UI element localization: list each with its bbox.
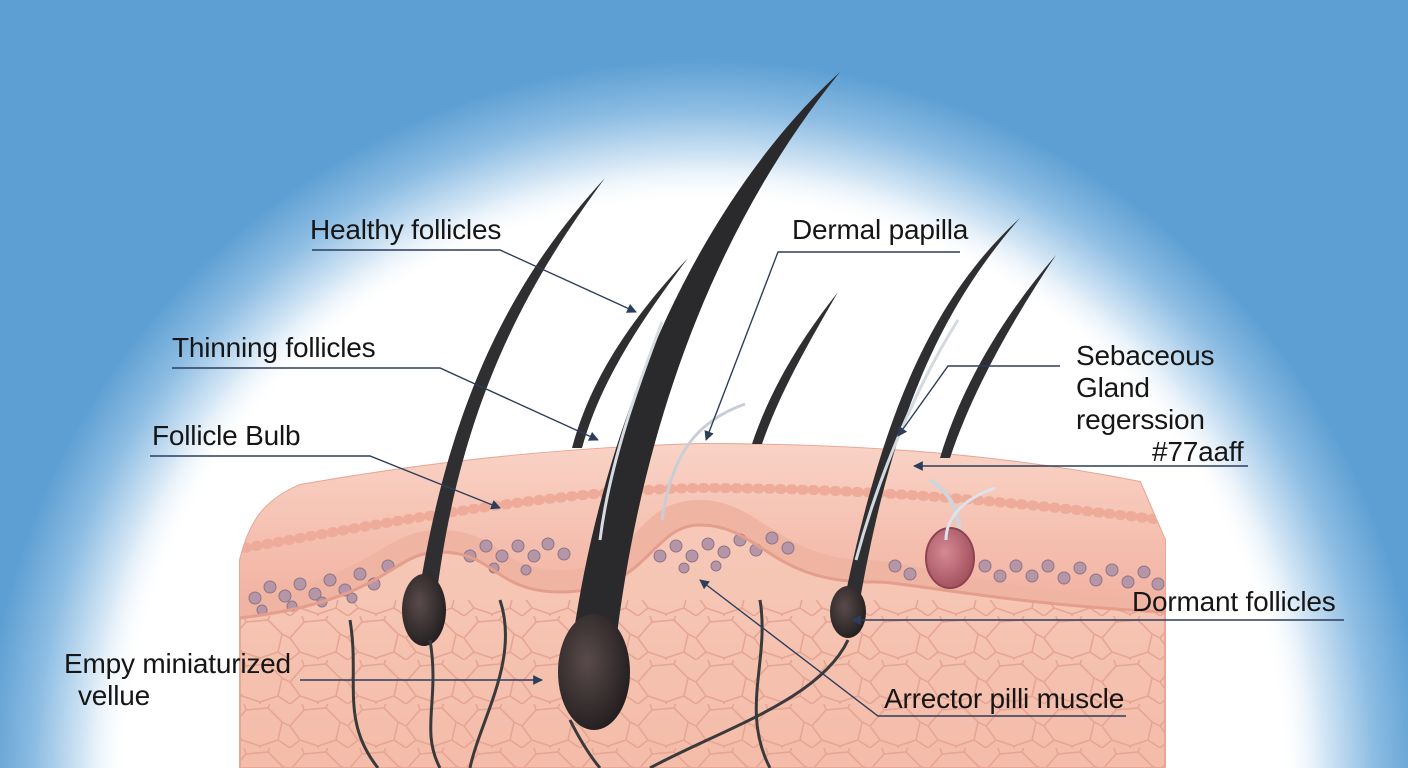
label-empty-miniaturized-line1: Empy miniaturized: [64, 648, 291, 680]
label-thinning-follicles: Thinning follicles: [172, 332, 375, 364]
label-dermal-papilla: Dermal papilla: [792, 214, 968, 246]
label-empty-miniaturized: Empy miniaturized vellue: [64, 648, 291, 712]
follicle-bulb-dormant: [830, 586, 866, 638]
label-healthy-follicles: Healthy follicles: [310, 214, 501, 246]
label-arrector-pilli: Arrector pilli muscle: [884, 683, 1124, 715]
label-sebaceous-line4: #77aaff: [1076, 436, 1256, 468]
label-follicle-bulb: Follicle Bulb: [152, 420, 300, 452]
follicle-bulb-center: [558, 614, 630, 730]
label-sebaceous-line1: Sebaceous: [1076, 340, 1256, 372]
label-sebaceous-line2: Gland: [1076, 372, 1256, 404]
label-sebaceous-line3: regerssion: [1076, 404, 1256, 436]
skin-cross-section: [230, 444, 1180, 768]
label-sebaceous-gland: Sebaceous Gland regerssion #77aaff: [1076, 340, 1256, 468]
label-dormant-follicles: Dormant follicles: [1132, 586, 1336, 618]
follicle-bulb-left: [402, 574, 446, 646]
label-empty-miniaturized-line2: vellue: [64, 680, 291, 712]
